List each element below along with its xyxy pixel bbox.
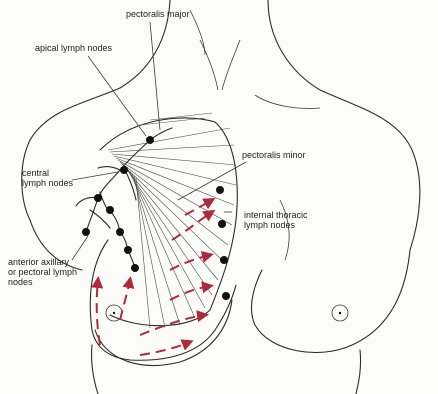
pectoralis-major-muscle — [100, 113, 237, 328]
breast-outline — [90, 240, 348, 360]
central-node-2 — [94, 194, 102, 202]
apical-node — [146, 136, 154, 144]
pectoral-node-1 — [82, 228, 90, 236]
leader-central — [72, 172, 118, 180]
label-internal-thoracic: internal thoracic lymph nodes — [244, 210, 308, 230]
central-node-1 — [120, 166, 128, 174]
pectoral-node-4 — [131, 264, 139, 272]
internal-thoracic-node-2 — [218, 220, 226, 228]
central-node-3 — [106, 206, 114, 214]
torso-outline — [22, 0, 420, 394]
leader-apical — [88, 56, 146, 136]
label-anterior-axillary: anterior axillary or pectoral lymph node… — [8, 257, 77, 287]
lymph-nodes — [82, 136, 230, 300]
label-pectoralis-major: pectoralis major — [126, 9, 190, 19]
pectoral-node-2 — [116, 228, 124, 236]
internal-thoracic-node-4 — [222, 292, 230, 300]
internal-thoracic-node-3 — [220, 256, 228, 264]
label-apical-lymph-nodes: apical lymph nodes — [35, 43, 112, 53]
leader-pectoralis-major — [150, 22, 160, 130]
label-pectoralis-minor: pectoralis minor — [242, 150, 306, 160]
pectoral-node-3 — [124, 246, 132, 254]
label-central-lymph-nodes: central lymph nodes — [22, 168, 73, 188]
internal-thoracic-node-1 — [216, 186, 224, 194]
drainage-arrows — [97, 200, 212, 355]
leader-pectoralis-minor — [178, 162, 246, 200]
